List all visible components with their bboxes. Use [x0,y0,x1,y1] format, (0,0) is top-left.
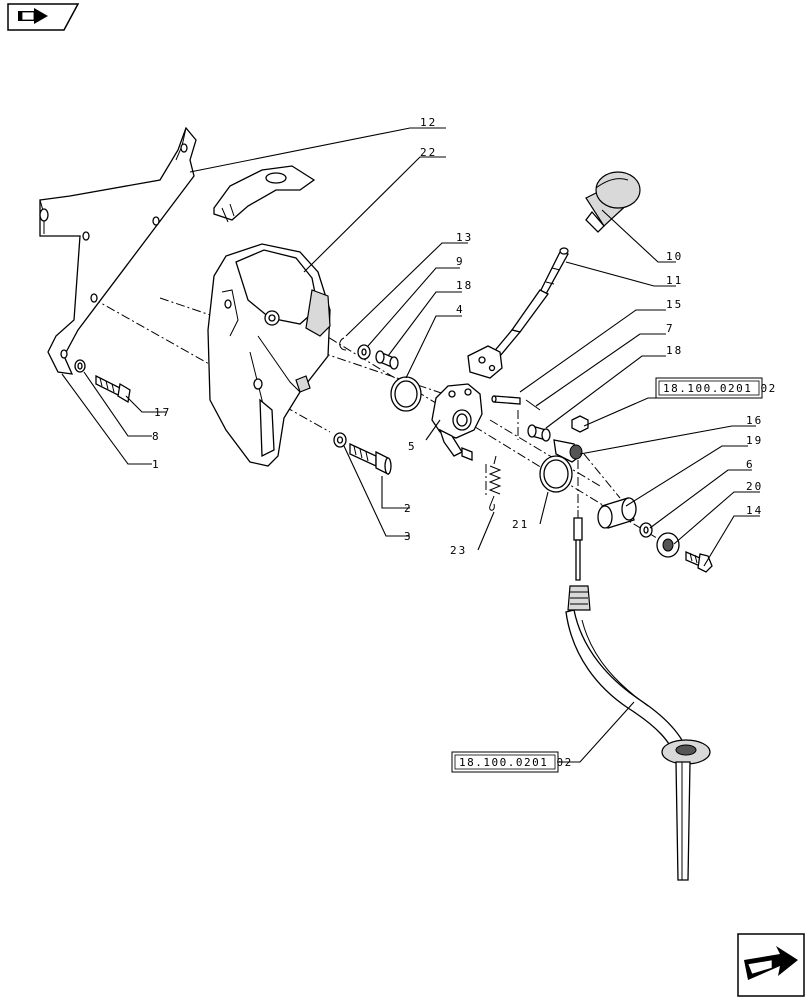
roll-pin-7 [525,399,541,411]
housing-22 [207,243,331,467]
callout-16: 16 [746,414,763,427]
callout-14: 14 [746,504,763,517]
callout-3: 3 [404,530,413,543]
lever-body-5 [431,383,483,461]
callout-18a: 18 [456,279,473,292]
callout-15: 15 [666,298,683,311]
callout-numbers: 12 22 13 9 18 4 10 11 15 7 18 16 19 6 20… [152,116,763,557]
next-arrow-icon[interactable] [737,933,805,997]
ring-21 [539,455,573,493]
ball-joint-16 [553,439,583,463]
callout-13: 13 [456,231,473,244]
reference-label-lower: 18.100.0201 02 [459,756,573,769]
pin-15 [491,395,521,405]
callout-5: 5 [408,440,417,453]
callout-10: 10 [666,250,683,263]
spring-23 [488,455,502,511]
callout-8: 8 [152,430,161,443]
bracket-plate [39,126,197,375]
cover-12 [213,165,316,223]
clip-13 [339,337,347,351]
callout-9: 9 [456,255,465,268]
washer-8 [74,359,86,373]
reference-label-upper: 18.100.0201 02 [663,382,777,395]
bushing-18b [527,424,551,442]
washer-9 [357,344,371,360]
shift-rod-11 [467,247,569,379]
reference-box-upper[interactable]: 18.100.0201 02 [655,377,777,399]
callout-21: 21 [512,518,529,531]
callout-22: 22 [420,146,437,159]
callout-23: 23 [450,544,467,557]
reference-box-lower[interactable]: 18.100.0201 02 [451,751,573,773]
leader-lines [61,127,760,763]
callout-1: 1 [152,458,161,471]
callout-18b: 18 [666,344,683,357]
callout-19: 19 [746,434,763,447]
callout-7: 7 [666,322,675,335]
washer-3 [333,432,347,448]
washer-20 [656,532,680,558]
callout-2: 2 [404,502,413,515]
knob-10 [585,171,641,233]
callout-12: 12 [420,116,437,129]
ring-4 [390,376,422,412]
book-arrow-icon[interactable] [7,3,80,31]
bushing-18a [375,350,399,370]
sleeve-19 [597,497,637,529]
washer-6 [639,522,653,538]
callout-17: 17 [154,406,171,419]
bolt-14 [685,551,713,573]
bolt-17 [95,374,131,404]
callout-11: 11 [666,274,683,287]
nut [571,415,589,433]
bolt-2 [349,442,392,476]
shift-cable [565,510,711,881]
callout-6: 6 [746,458,755,471]
callout-4: 4 [456,303,465,316]
callout-20: 20 [746,480,763,493]
